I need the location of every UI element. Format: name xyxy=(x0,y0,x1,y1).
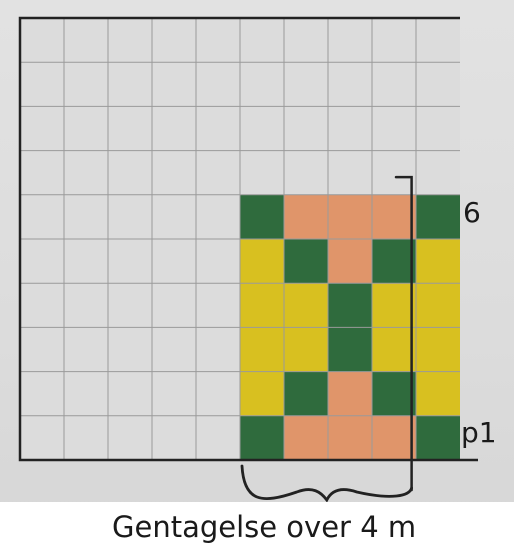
stitch-cell xyxy=(328,372,372,416)
stitch-cell xyxy=(240,327,284,371)
stitch-cell xyxy=(328,239,372,283)
stitch-cell xyxy=(328,283,372,327)
stitch-cell xyxy=(372,195,416,239)
stitch-cell xyxy=(284,283,328,327)
stitch-cell xyxy=(284,372,328,416)
stitch-cell xyxy=(284,195,328,239)
stitch-cell xyxy=(416,372,460,416)
row-label-top: 6 xyxy=(463,196,481,229)
stitch-cell xyxy=(328,195,372,239)
stitch-cell xyxy=(372,327,416,371)
stitch-cell xyxy=(284,327,328,371)
stitch-cell xyxy=(372,283,416,327)
stitch-cell xyxy=(416,239,460,283)
stitch-cell xyxy=(284,239,328,283)
stitch-cell xyxy=(416,416,460,460)
stitch-cell xyxy=(328,416,372,460)
repeat-caption: Gentagelse over 4 m xyxy=(112,510,416,544)
stitch-cell xyxy=(372,239,416,283)
stitch-cell xyxy=(240,195,284,239)
stitch-cell xyxy=(240,372,284,416)
stitch-cell xyxy=(328,327,372,371)
stitch-cell xyxy=(240,416,284,460)
stitch-cell xyxy=(416,195,460,239)
stitch-cell xyxy=(372,416,416,460)
stitch-cell xyxy=(416,283,460,327)
row-label-bottom: p1 xyxy=(461,416,497,449)
stitch-cell xyxy=(416,327,460,371)
repeat-brace xyxy=(242,466,412,500)
stitch-cell xyxy=(284,416,328,460)
stitch-cell xyxy=(240,239,284,283)
stitch-cell xyxy=(372,372,416,416)
stitch-cell xyxy=(240,283,284,327)
